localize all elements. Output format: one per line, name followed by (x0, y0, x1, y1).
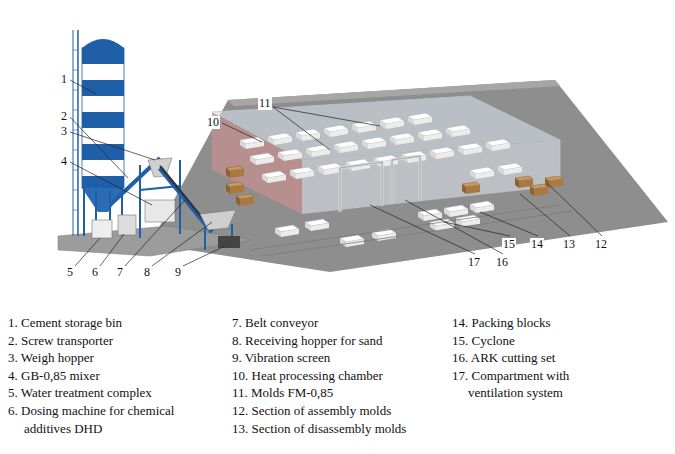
callout-number: 12 (594, 238, 608, 251)
callout-number: 15 (502, 238, 516, 251)
callout-number: 4 (60, 155, 68, 168)
legend-item: 14. Packing blocks (452, 314, 551, 332)
legend-item: 10. Heat processing chamber (232, 367, 383, 385)
legend-item: 2. Screw transporter (8, 332, 113, 350)
legend-item: 1. Cement storage bin (8, 314, 122, 332)
legend-item: 16. ARK cutting set (452, 349, 555, 367)
legend-item: 7. Belt conveyor (232, 314, 318, 332)
legend-item: 3. Weigh hopper (8, 349, 94, 367)
callout-number: 5 (66, 266, 74, 279)
legend-item: 8. Receiving hopper for sand (232, 332, 383, 350)
legend-item: 17. Compartment with ventilation system (452, 367, 618, 402)
callout-number: 9 (174, 266, 182, 279)
legend-item: 6. Dosing machine for chemical additives… (8, 402, 184, 437)
callout-number: 3 (60, 125, 68, 138)
callout-number: 8 (143, 266, 151, 279)
legend-item: 9. Vibration screen (232, 349, 330, 367)
legend-item: 12. Section of assembly molds (232, 402, 391, 420)
callout-number: 10 (206, 116, 220, 129)
callout-number: 16 (495, 256, 509, 269)
legend-item: 11. Molds FM-0,85 (232, 384, 333, 402)
callout-number: 6 (91, 266, 99, 279)
callout-number: 1 (60, 73, 68, 86)
callout-number: 7 (116, 266, 124, 279)
legend-item: 15. Cyclone (452, 332, 515, 350)
legend-item: 4. GB-0,85 mixer (8, 367, 100, 385)
callout-number: 17 (467, 256, 481, 269)
callout-number: 14 (530, 238, 544, 251)
callout-number: 2 (60, 110, 68, 123)
legend-item: 5. Water treatment complex (8, 384, 152, 402)
callout-number: 11 (258, 97, 272, 110)
callout-number: 13 (562, 238, 576, 251)
legend-item: 13. Section of disassembly molds (232, 420, 406, 438)
